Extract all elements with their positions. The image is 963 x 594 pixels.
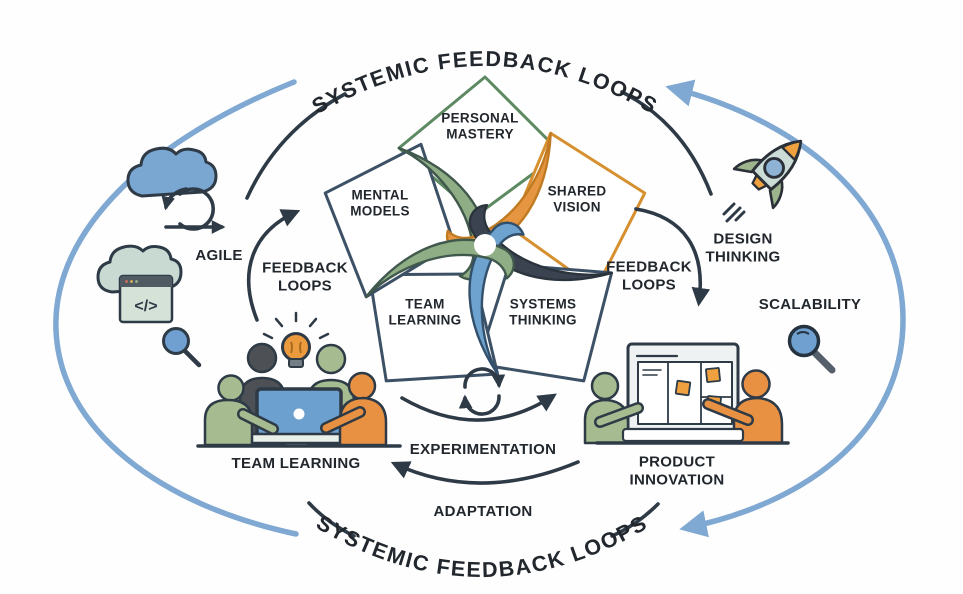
cloud-code-window-icon: </>	[96, 244, 183, 324]
desk	[621, 427, 745, 443]
adaptation-arrow	[390, 460, 580, 485]
label-agile: AGILE	[195, 246, 243, 264]
label-adaptation: ADAPTATION	[433, 502, 533, 520]
agile-sprint-loop-icon	[161, 187, 226, 234]
rocket-icon	[722, 139, 803, 223]
magnifier-icon-left	[162, 327, 202, 368]
feedback-loop-arrow-left	[247, 209, 301, 322]
title-systemic-feedback-loops-bottom: SYSTEMIC FEEDBACK LOOPS	[312, 510, 652, 582]
pinwheel-hub	[474, 234, 496, 256]
pinwheel-diagram	[297, 75, 670, 433]
inner-loop-arc-top-right	[620, 90, 713, 196]
outer-loop-arc-left	[53, 79, 299, 537]
label-team-learning-caption: TEAM LEARNING	[231, 454, 361, 472]
laptop-base	[243, 432, 353, 445]
label-scalability: SCALABILITY	[758, 295, 862, 313]
lightbulb-icon	[262, 311, 330, 368]
team-at-whiteboard-icon	[583, 342, 790, 445]
code-window: </>	[118, 274, 174, 324]
inner-loop-arc-bottom-left	[307, 501, 356, 538]
team-at-laptop-icon	[196, 342, 402, 448]
cycle-arrows-icon	[458, 367, 506, 416]
magnifier-icon-right	[787, 324, 836, 374]
experimentation-arrow	[400, 393, 557, 422]
outer-loop-arc-right	[665, 79, 906, 538]
cloud-icon	[126, 146, 218, 198]
inner-loop-arc-top-left	[245, 92, 347, 200]
label-experimentation: EXPERIMENTATION	[409, 440, 557, 458]
inner-loop-arc-bottom-right	[610, 502, 660, 538]
code-symbol: </>	[134, 298, 157, 315]
feedback-loop-arrow-right	[634, 207, 711, 307]
